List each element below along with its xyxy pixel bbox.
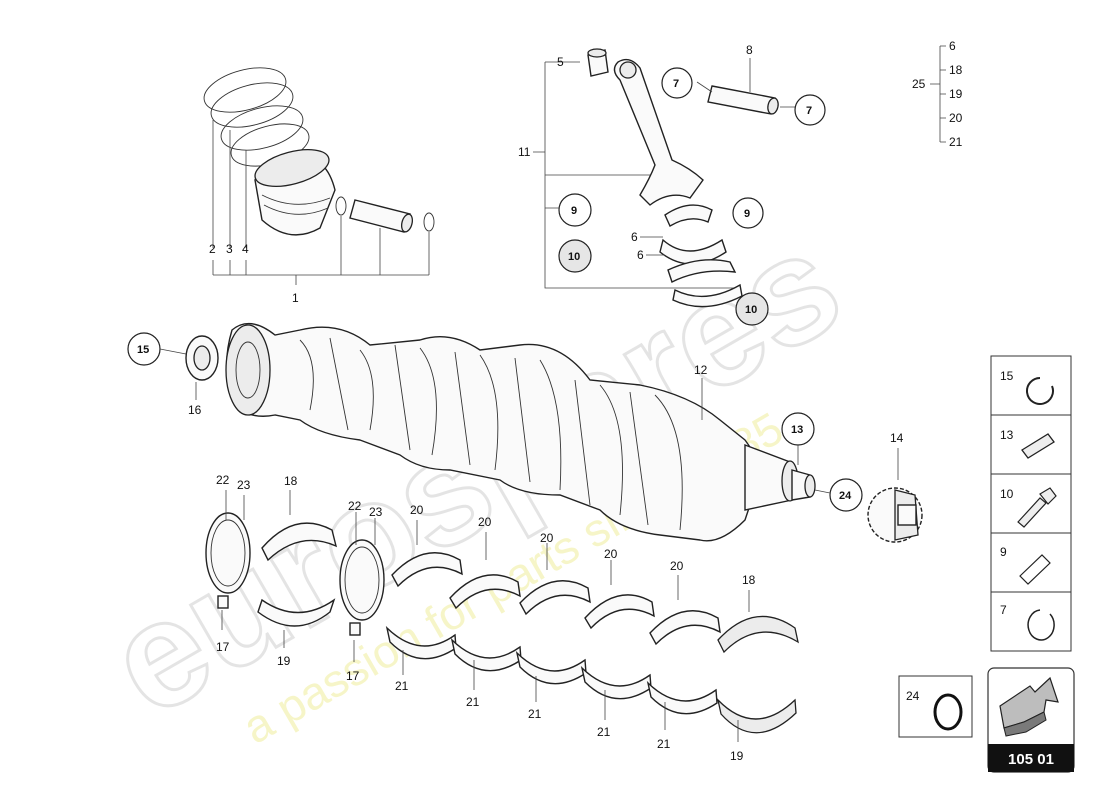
label-5: 5 (557, 55, 564, 69)
label-3: 3 (226, 242, 233, 256)
circlip-icon (1026, 377, 1054, 405)
legend-item-9: 9 (1000, 545, 1051, 585)
main-bearings: 22 23 17 18 19 22 23 17 20 20 20 20 20 1… (205, 473, 799, 763)
legend-num-15: 15 (1000, 369, 1014, 383)
label-11: 11 (518, 145, 531, 159)
legend-num-10: 10 (1000, 487, 1014, 501)
label-18a: 18 (284, 474, 298, 488)
callout-10b: 10 (745, 304, 757, 316)
callout-13: 13 (791, 424, 803, 436)
label-12: 12 (694, 363, 708, 377)
page-code: 105 01 (1008, 751, 1054, 768)
label-18b: 18 (742, 573, 756, 587)
crankshaft: 16 15 12 13 24 (127, 322, 863, 542)
label-19b: 19 (730, 749, 744, 763)
label-4: 4 (242, 242, 249, 256)
label-21a: 21 (395, 679, 409, 693)
label-6b: 6 (637, 248, 644, 262)
callout-7b: 7 (806, 105, 812, 117)
label-22a: 22 (216, 473, 230, 487)
kit-item-20: 20 (949, 111, 963, 125)
label-21d: 21 (597, 725, 611, 739)
label-25: 25 (912, 77, 926, 91)
label-20d: 20 (604, 547, 618, 561)
piston-assembly: 2 3 4 1 (203, 67, 435, 305)
label-17a: 17 (216, 640, 230, 654)
legend-item-13: 13 (1000, 428, 1055, 459)
label-23a: 23 (237, 478, 251, 492)
kit-item-6: 6 (949, 39, 956, 53)
label-20b: 20 (478, 515, 492, 529)
legend-num-9: 9 (1000, 545, 1007, 559)
label-14: 14 (890, 431, 904, 445)
label-17b: 17 (346, 669, 360, 683)
timing-gear: 14 (867, 431, 923, 543)
label-20a: 20 (410, 503, 424, 517)
kit-item-21: 21 (949, 135, 963, 149)
label-20c: 20 (540, 531, 554, 545)
label-21c: 21 (528, 707, 542, 721)
ring-icon (1027, 609, 1055, 641)
label-21b: 21 (466, 695, 480, 709)
pin-icon (1019, 554, 1051, 585)
label-6a: 6 (631, 230, 638, 244)
callout-9a: 9 (571, 205, 577, 217)
legend-item-15: 15 (1000, 369, 1054, 405)
callout-24: 24 (839, 490, 852, 502)
label-16: 16 (188, 403, 202, 417)
parts-legend: 15 13 10 9 7 24 105 01 (898, 355, 1075, 773)
callout-15: 15 (137, 344, 149, 356)
legend-item-10: 10 (1000, 487, 1057, 528)
label-20e: 20 (670, 559, 684, 573)
label-21e: 21 (657, 737, 671, 751)
kit-item-19: 19 (949, 87, 963, 101)
callout-9b: 9 (744, 208, 750, 220)
legend-item-7: 7 (1000, 603, 1055, 641)
callout-10a: 10 (568, 251, 580, 263)
label-19a: 19 (277, 654, 291, 668)
label-22b: 22 (348, 499, 362, 513)
kit-25-list: 25 6 18 19 20 21 (912, 39, 963, 149)
label-2: 2 (209, 242, 216, 256)
legend-num-13: 13 (1000, 428, 1014, 442)
callout-7a: 7 (673, 78, 679, 90)
bolt-icon (1017, 487, 1057, 528)
legend-num-7: 7 (1000, 603, 1007, 617)
kit-item-18: 18 (949, 63, 963, 77)
label-8: 8 (746, 43, 753, 57)
label-1: 1 (292, 291, 299, 305)
key-icon (1021, 433, 1055, 459)
o-ring-icon (933, 693, 963, 731)
label-23b: 23 (369, 505, 383, 519)
connecting-rod-assembly: 5 8 11 6 6 7 7 9 10 9 10 (518, 43, 826, 326)
legend-num-24: 24 (906, 689, 920, 703)
